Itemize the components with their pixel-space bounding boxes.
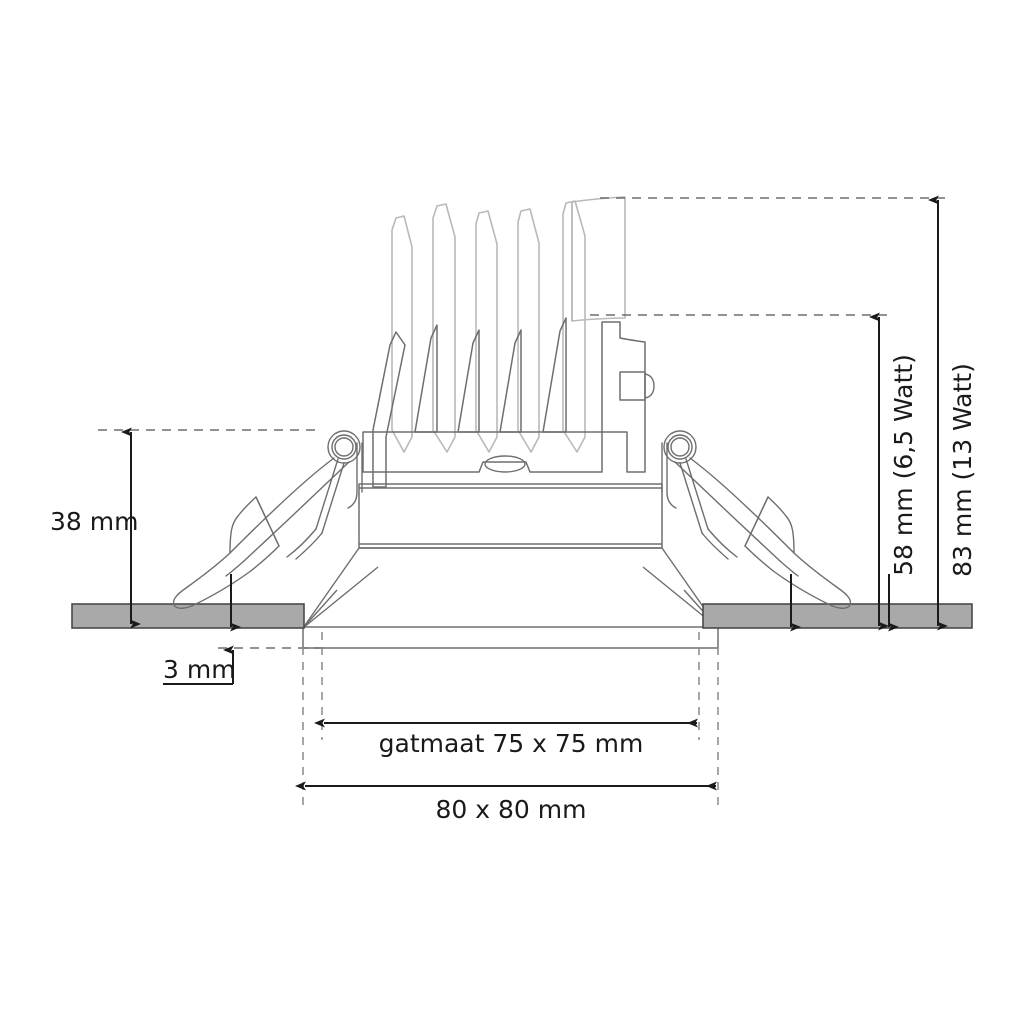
- trim-bezel: [302, 626, 719, 649]
- dimension-label-38mm: 38 mm: [50, 507, 138, 536]
- dimension-label-gatmaat: gatmaat 75 x 75 mm: [379, 729, 644, 758]
- reflector-skirt: [302, 547, 719, 629]
- mounting-spring-clip-left: [172, 430, 363, 609]
- ceiling-panel-right: [702, 603, 973, 629]
- cable-connector-icon: [644, 373, 655, 399]
- ceiling-panel-left: [71, 603, 305, 629]
- heatsink-fins-lower: [372, 317, 567, 488]
- dimension-label-58mm: 58 mm (6,5 Watt): [889, 354, 918, 576]
- dimension-label-outer-size: 80 x 80 mm: [436, 795, 587, 824]
- dimension-extension-lines-vertical: [302, 632, 719, 806]
- heatsink-upper-block: [571, 196, 626, 322]
- dimension-label-83mm: 83 mm (13 Watt): [948, 363, 977, 577]
- heatsink-fins-upper: [391, 200, 586, 453]
- mounting-spring-clip-right: [661, 430, 852, 609]
- driver-housing-right: [601, 321, 646, 473]
- ceiling-thickness-arrows: [230, 574, 899, 632]
- dimension-label-3mm: 3 mm: [163, 655, 236, 684]
- driver-housing-body: [358, 483, 663, 549]
- heatsink-base: [362, 431, 603, 473]
- dimension-leader-3mm: [163, 645, 234, 685]
- dimension-extension-lines: [98, 197, 950, 649]
